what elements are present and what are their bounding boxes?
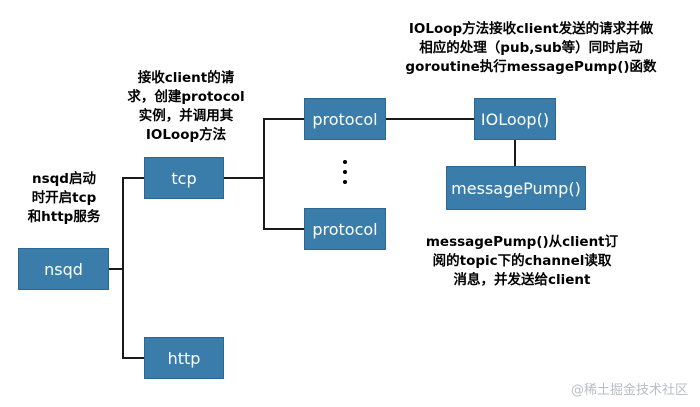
connector-to-protocol-top [263,118,304,120]
nsqd-node: nsqd [18,248,109,290]
connector-left-vertical [122,177,124,358]
connector-to-tcp [122,177,144,179]
connector-nsqd-trunk [109,268,123,270]
connector-protocol-ioloop [386,118,474,120]
messagepump-node: messagePump() [446,166,586,210]
tcp-node: tcp [144,157,224,199]
nsqd-annotation: nsqd启动 时开启tcp 和http服务 [27,171,101,225]
connector-right-vertical [263,118,265,229]
connector-ioloop-messagepump [514,140,516,166]
messagepump-annotation: messagePump()从client订 阅的topic下的channel读取… [425,234,619,288]
connector-to-protocol-bottom [263,228,304,230]
http-node: http [144,337,224,379]
ioloop-annotation: IOLoop方法接收client发送的请求并做 相应的处理（pub,sub等）同… [405,21,657,75]
watermark: @稀土掘金技术社区 [570,383,688,398]
connector-tcp-trunk [224,177,264,179]
protocol-node-bottom: protocol [304,208,386,250]
tcp-annotation: 接收client的请 求，创建protocol 实例，并调用其 IOLoop方法 [127,70,245,143]
protocol-node-top: protocol [304,98,386,140]
connector-to-http [122,357,144,359]
ellipsis-vertical [343,157,347,187]
ioloop-node: IOLoop() [474,98,556,140]
